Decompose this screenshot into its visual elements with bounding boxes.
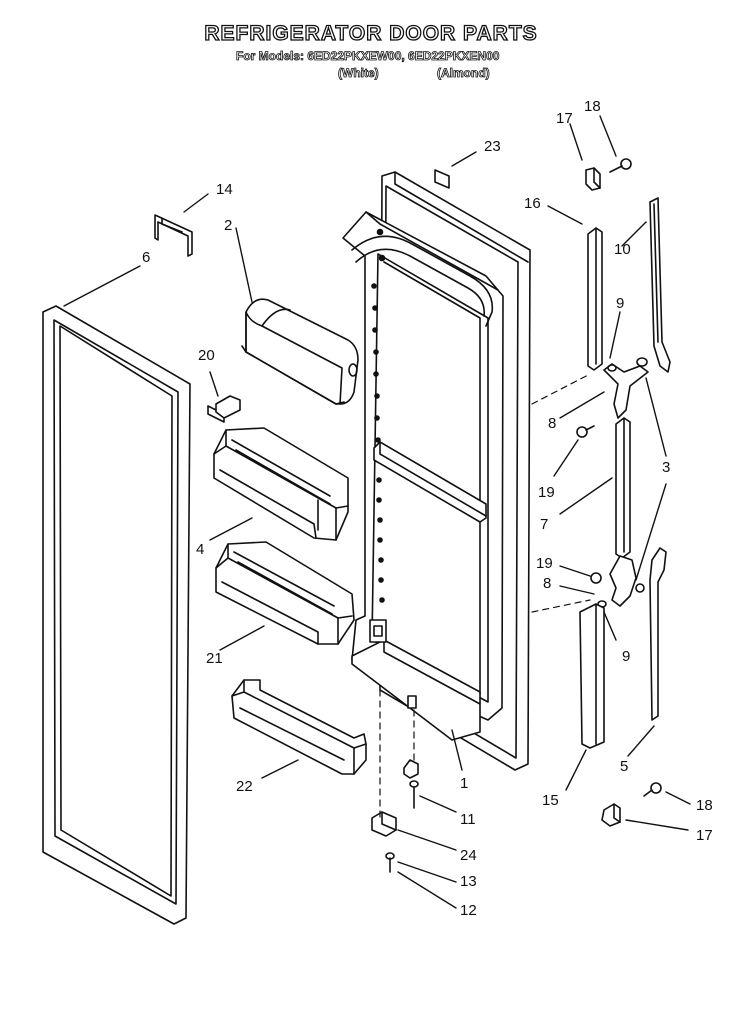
callout-24: 24 [460,847,477,864]
callout-15: 15 [542,792,559,809]
callout-19-upper: 19 [538,484,555,501]
part-17-top-cap [585,167,601,191]
part-24-hinge-pin [371,811,397,837]
part-23-nameplate [434,169,450,189]
callout-6: 6 [142,249,150,266]
callout-17-top: 17 [556,110,573,127]
part-10-upper-strip [649,197,671,373]
callout-21: 21 [206,650,223,667]
part-20-clip [207,395,241,423]
callout-5: 5 [620,758,628,775]
part-4-door-bin [213,427,349,541]
callout-13: 13 [460,873,477,890]
color-label-almond: (Almond) [437,66,490,81]
leader-lines [63,115,691,909]
callout-10: 10 [614,241,631,258]
callout-12: 12 [460,902,477,919]
part-15-lower-trim [579,603,605,749]
part-12-screw [385,852,395,873]
part-7-middle-trim [615,417,631,559]
alignment-lines [379,373,591,821]
callout-numbers: 23 17 18 16 14 2 6 10 9 20 8 3 19 4 7 19… [142,98,713,919]
door-gasket [42,305,191,925]
part-21-door-bin [215,541,355,645]
part-11-screw [409,780,419,809]
part-16-upper-trim [587,227,603,371]
part-18-bottom-screw [643,782,662,797]
callout-22: 22 [236,778,253,795]
color-label-white: (White) [338,66,379,81]
callout-20: 20 [198,347,215,364]
callout-2: 2 [224,217,232,234]
door-liner [342,171,531,771]
callout-1: 1 [460,775,468,792]
part-17-bottom-cap [601,803,621,827]
part-2-dairy-door [241,298,359,405]
callout-14: 14 [216,181,233,198]
callout-7: 7 [540,516,548,533]
part-18-top-screw [609,158,632,173]
part-19-upper-screw [576,425,595,438]
shelf-holes [371,228,386,603]
part-8-upper-hinge [603,357,649,419]
part-22-shelf-bar [231,679,367,775]
callout-18-top: 18 [584,98,601,115]
callout-4: 4 [196,541,204,558]
callout-19-lower: 19 [536,555,553,572]
diagram-title: REFRIGERATOR DOOR PARTS [204,21,538,45]
callout-11: 11 [460,811,476,828]
callout-9-lower: 9 [622,648,630,665]
callout-3: 3 [662,459,670,476]
callout-17-bottom: 17 [696,827,713,844]
callout-16: 16 [524,195,541,212]
model-numbers: For Models: 6ED22PKXEW00, 6ED22PKXEN00 [236,49,500,64]
part-14-bracket [154,214,193,257]
callout-18-bottom: 18 [696,797,713,814]
callout-9-upper: 9 [616,295,624,312]
part-5-lower-strip [649,547,667,721]
callout-8-lower: 8 [543,575,551,592]
callout-8-upper: 8 [548,415,556,432]
callout-23: 23 [484,138,501,155]
part-8-lower-hinge [590,555,645,608]
part-11-bushing [403,759,419,779]
